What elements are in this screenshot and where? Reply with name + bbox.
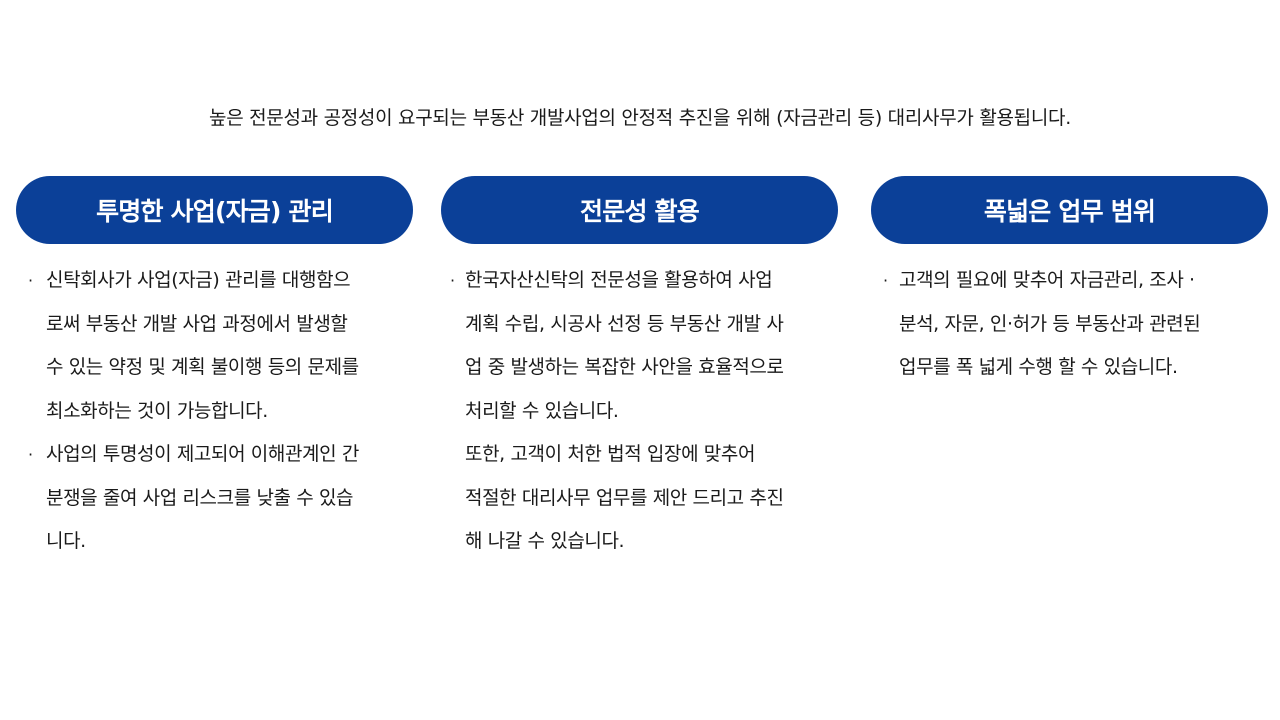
pill-title-expertise: 전문성 활용 [441, 176, 838, 244]
bullet-dot-icon: · [450, 271, 455, 290]
bullet-dot-icon: · [28, 445, 33, 464]
bullet-item: · 사업의 투명성이 제고되어 이해관계인 간 분쟁을 줄여 사업 리스크를 낮출… [16, 433, 413, 564]
pill-title-label: 투명한 사업(자금) 관리 [96, 197, 334, 226]
bullet-dot-icon: · [883, 271, 888, 290]
bullet-text: 한국자산신탁의 전문성을 활용하여 사업 계획 수립, 시공사 선정 등 부동산… [465, 269, 784, 422]
column-expertise: 전문성 활용 · 한국자산신탁의 전문성을 활용하여 사업 계획 수립, 시공사 … [441, 176, 838, 564]
bullet-text: 고객의 필요에 맞추어 자금관리, 조사 · 분석, 자문, 인·허가 등 부동… [899, 269, 1201, 378]
column-transparent-management: 투명한 사업(자금) 관리 · 신탁회사가 사업(자금) 관리를 대행함으 로써 … [16, 176, 413, 564]
bullet-item: · 고객의 필요에 맞추어 자금관리, 조사 · 분석, 자문, 인·허가 등 부… [871, 259, 1268, 390]
bullet-text: 또한, 고객이 처한 법적 입장에 맞추어 적절한 대리사무 업무를 제안 드리… [465, 443, 784, 552]
bullet-text: 사업의 투명성이 제고되어 이해관계인 간 분쟁을 줄여 사업 리스크를 낮출 … [46, 443, 359, 552]
bullet-item: · 한국자산신탁의 전문성을 활용하여 사업 계획 수립, 시공사 선정 등 부동… [441, 259, 838, 433]
pill-title-broad-scope: 폭넓은 업무 범위 [871, 176, 1268, 244]
intro-text: 높은 전문성과 공정성이 요구되는 부동산 개발사업의 안정적 추진을 위해 (… [209, 107, 1071, 129]
bullet-dot-icon: · [28, 271, 33, 290]
bullet-item-continuation: 또한, 고객이 처한 법적 입장에 맞추어 적절한 대리사무 업무를 제안 드리… [441, 433, 838, 564]
column-broad-scope: 폭넓은 업무 범위 · 고객의 필요에 맞추어 자금관리, 조사 · 분석, 자문… [871, 176, 1268, 390]
pill-title-label: 전문성 활용 [580, 197, 700, 226]
bullet-list: · 한국자산신탁의 전문성을 활용하여 사업 계획 수립, 시공사 선정 등 부동… [441, 259, 838, 564]
pill-title-label: 폭넓은 업무 범위 [983, 197, 1156, 226]
bullet-list: · 신탁회사가 사업(자금) 관리를 대행함으 로써 부동산 개발 사업 과정에서… [16, 259, 413, 564]
pill-title-transparent-management: 투명한 사업(자금) 관리 [16, 176, 413, 244]
bullet-text: 신탁회사가 사업(자금) 관리를 대행함으 로써 부동산 개발 사업 과정에서 … [46, 269, 359, 422]
bullet-item: · 신탁회사가 사업(자금) 관리를 대행함으 로써 부동산 개발 사업 과정에서… [16, 259, 413, 433]
bullet-list: · 고객의 필요에 맞추어 자금관리, 조사 · 분석, 자문, 인·허가 등 부… [871, 259, 1268, 390]
